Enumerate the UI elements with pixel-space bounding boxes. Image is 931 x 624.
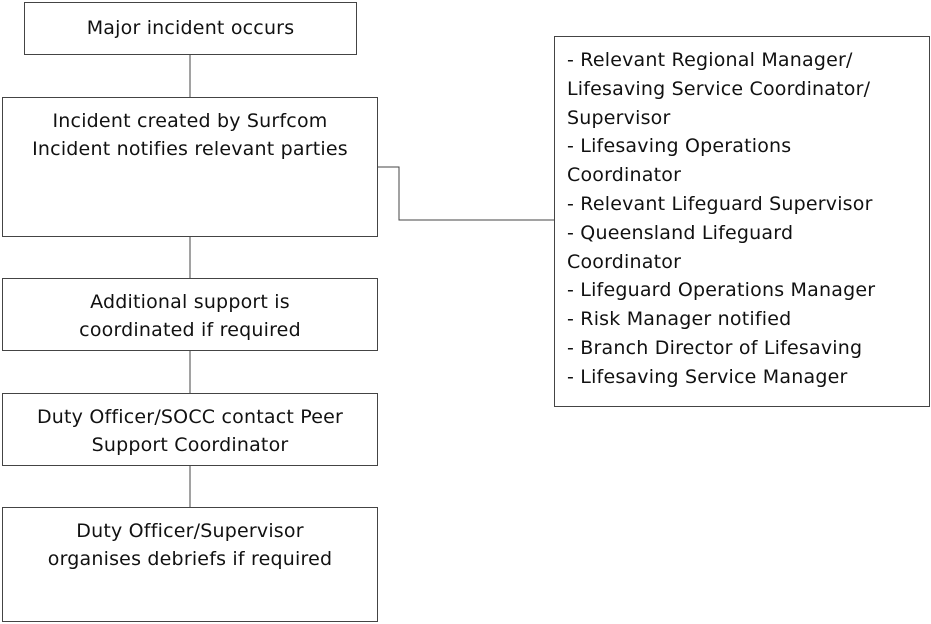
party-line: Lifesaving Service Coordinator/ (567, 77, 871, 100)
step-additional-support: Additional support is coordinated if req… (2, 278, 378, 351)
step-text: coordinated if required (79, 319, 301, 341)
step-incident-created: Incident created by Surfcom Incident not… (2, 97, 378, 237)
step-text: Duty Officer/SOCC contact Peer (36, 406, 344, 428)
step-text: Major incident occurs (86, 17, 295, 39)
party-line: - Lifesaving Service Manager (567, 365, 848, 388)
party-line: - Branch Director of Lifesaving (567, 336, 863, 359)
connector-to-parties (378, 166, 554, 221)
party-line: - Lifeguard Operations Manager (567, 279, 876, 302)
notified-parties-box: - Relevant Regional Manager/ Lifesaving … (554, 36, 930, 407)
party-line: - Risk Manager notified (567, 308, 792, 331)
party-line: Coordinator (567, 250, 682, 273)
step-text: Additional support is (90, 291, 290, 313)
party-line: Coordinator (567, 164, 682, 187)
step-text: Incident notifies relevant parties (32, 138, 348, 160)
party-line: - Lifesaving Operations (567, 135, 792, 158)
step-debriefs: Duty Officer/Supervisor organises debrie… (2, 507, 378, 622)
party-line: - Relevant Lifeguard Supervisor (567, 192, 873, 215)
step-peer-support: Duty Officer/SOCC contact Peer Support C… (2, 393, 378, 466)
party-line: Supervisor (567, 106, 671, 129)
step-major-incident: Major incident occurs (24, 2, 357, 55)
step-text: organises debriefs if required (47, 548, 333, 570)
party-line: - Queensland Lifeguard (567, 221, 794, 244)
step-text: Duty Officer/Supervisor (76, 520, 304, 542)
party-line: - Relevant Regional Manager/ (567, 49, 853, 71)
step-text: Support Coordinator (91, 434, 289, 456)
step-text: Incident created by Surfcom (52, 110, 328, 132)
